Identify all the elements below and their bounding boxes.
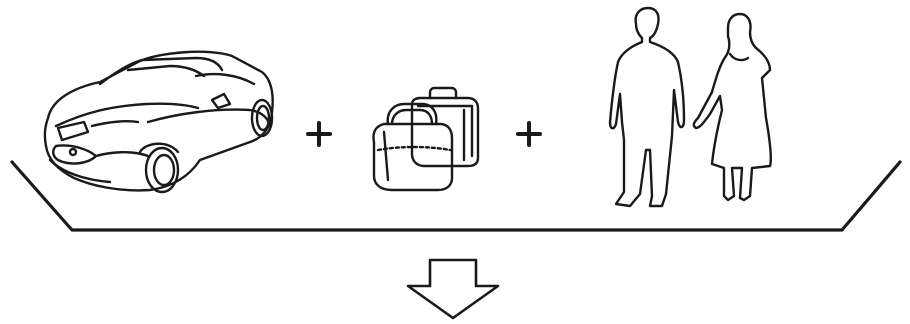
plus-sign-1 [308, 123, 330, 145]
luggage-bags-icon [373, 88, 478, 190]
plus-sign-2 [518, 123, 540, 145]
two-people-silhouette-icon [610, 8, 771, 206]
convertible-car-icon [45, 52, 273, 192]
down-arrow-icon [408, 260, 498, 318]
